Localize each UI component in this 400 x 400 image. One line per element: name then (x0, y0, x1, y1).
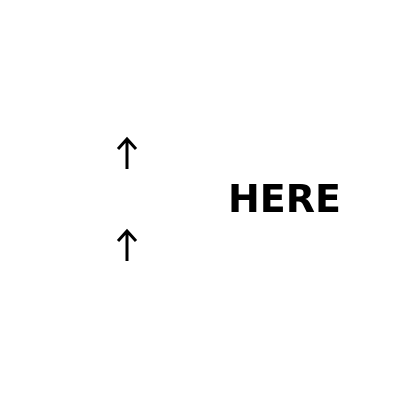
up-arrow-icon (116, 228, 138, 261)
up-arrow-icon (116, 136, 138, 169)
here-label: HERE (228, 177, 341, 221)
